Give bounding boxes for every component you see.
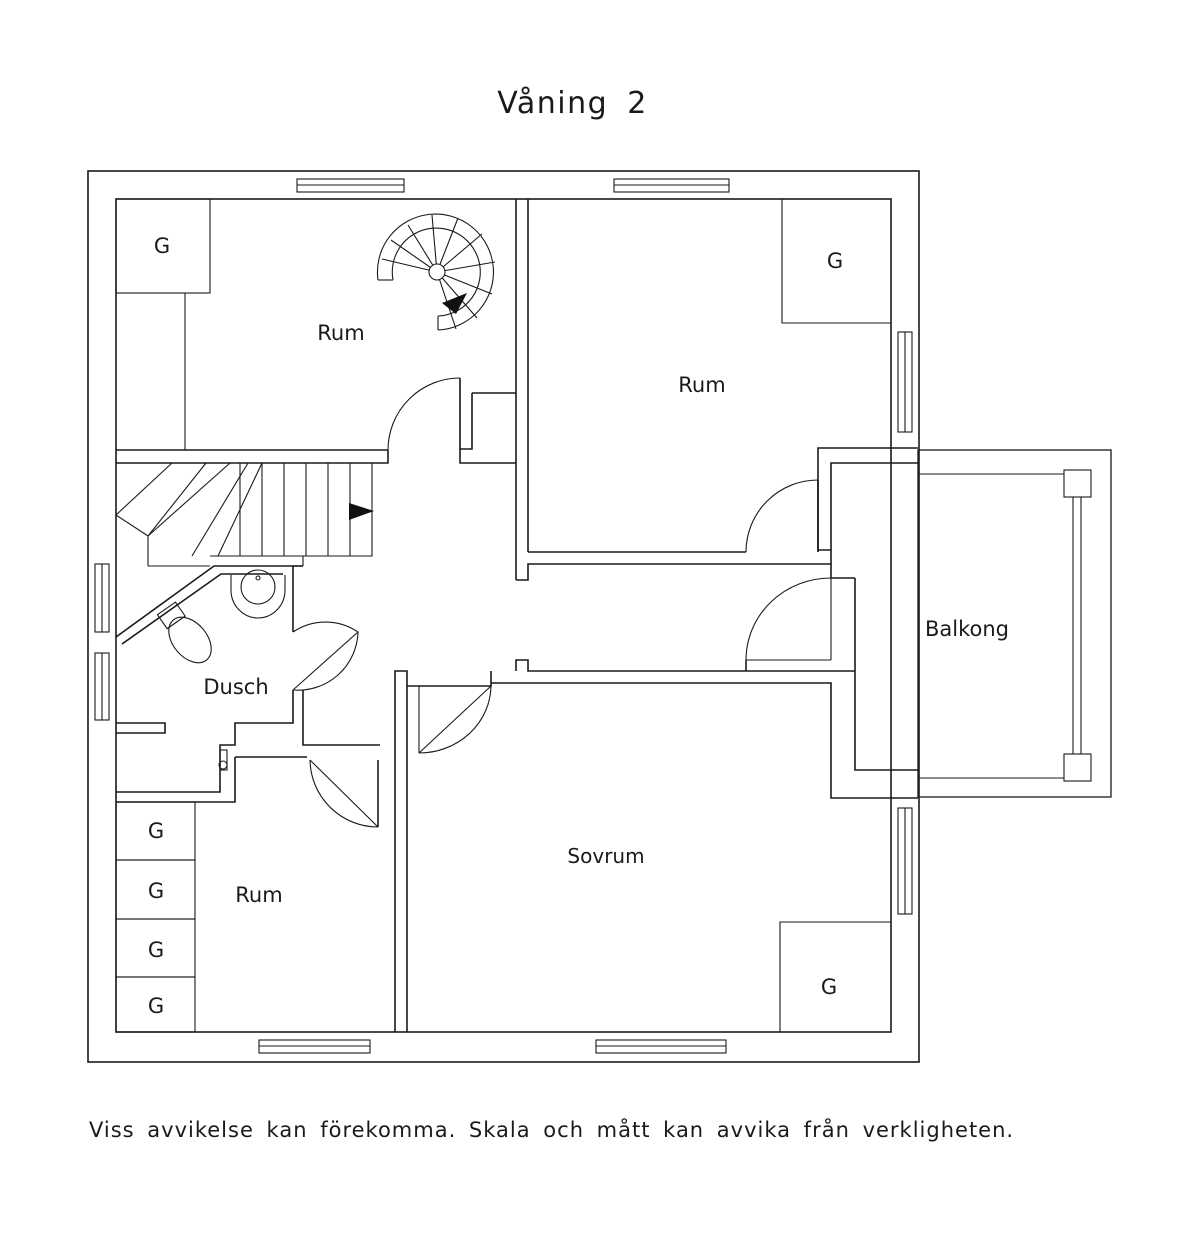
closet-label: G xyxy=(148,938,164,962)
hall-walls xyxy=(407,447,918,799)
room-label-sovrum: Sovrum xyxy=(567,844,644,868)
disclaimer-text: Viss avvikelse kan förekomma. Skala och … xyxy=(89,1118,1015,1142)
stair-direction-arrow xyxy=(349,503,374,520)
room-label-balkong: Balkong xyxy=(925,617,1009,641)
toilet xyxy=(156,601,212,664)
door-top-right-room xyxy=(745,479,819,553)
window-right-upper xyxy=(897,331,913,433)
room-label-rum-top-right: Rum xyxy=(678,373,725,397)
closet-label: G xyxy=(154,234,170,258)
window-bottom-right xyxy=(595,1039,727,1054)
door-top-left-room xyxy=(387,377,461,451)
windows xyxy=(94,178,913,1054)
window-top-right xyxy=(613,178,730,193)
closet-label: G xyxy=(148,819,164,843)
spiral-staircase xyxy=(376,213,496,331)
staircase xyxy=(115,462,374,567)
closet-label: G xyxy=(148,994,164,1018)
door-balcony xyxy=(745,577,832,661)
balcony xyxy=(917,449,1112,798)
outer-walls xyxy=(87,170,920,1063)
closet-label: G xyxy=(827,249,843,273)
window-top-left xyxy=(296,178,405,193)
room-top-left-walls xyxy=(115,198,529,580)
closet-label: G xyxy=(821,975,837,999)
sovrum-closet xyxy=(779,921,891,1032)
window-right-lower xyxy=(897,807,913,915)
room-label-rum-top-left: Rum xyxy=(317,321,364,345)
window-bottom-left xyxy=(258,1039,371,1054)
door-sovrum xyxy=(418,685,492,754)
closet-label: G xyxy=(148,879,164,903)
shower-tap-icon xyxy=(218,749,228,771)
hall-door xyxy=(309,759,379,828)
room-bottom-left-walls xyxy=(115,670,408,1033)
page-title: Våning 2 xyxy=(497,86,648,121)
stair-direction-arrow xyxy=(442,293,467,314)
room-top-right-walls xyxy=(781,199,891,324)
room-label-dusch: Dusch xyxy=(203,675,268,699)
room-label-rum-bottom-left: Rum xyxy=(235,883,282,907)
window-left-lower xyxy=(94,652,110,721)
bathroom-door xyxy=(292,621,359,691)
window-left-upper xyxy=(94,563,110,633)
sink xyxy=(230,569,286,619)
